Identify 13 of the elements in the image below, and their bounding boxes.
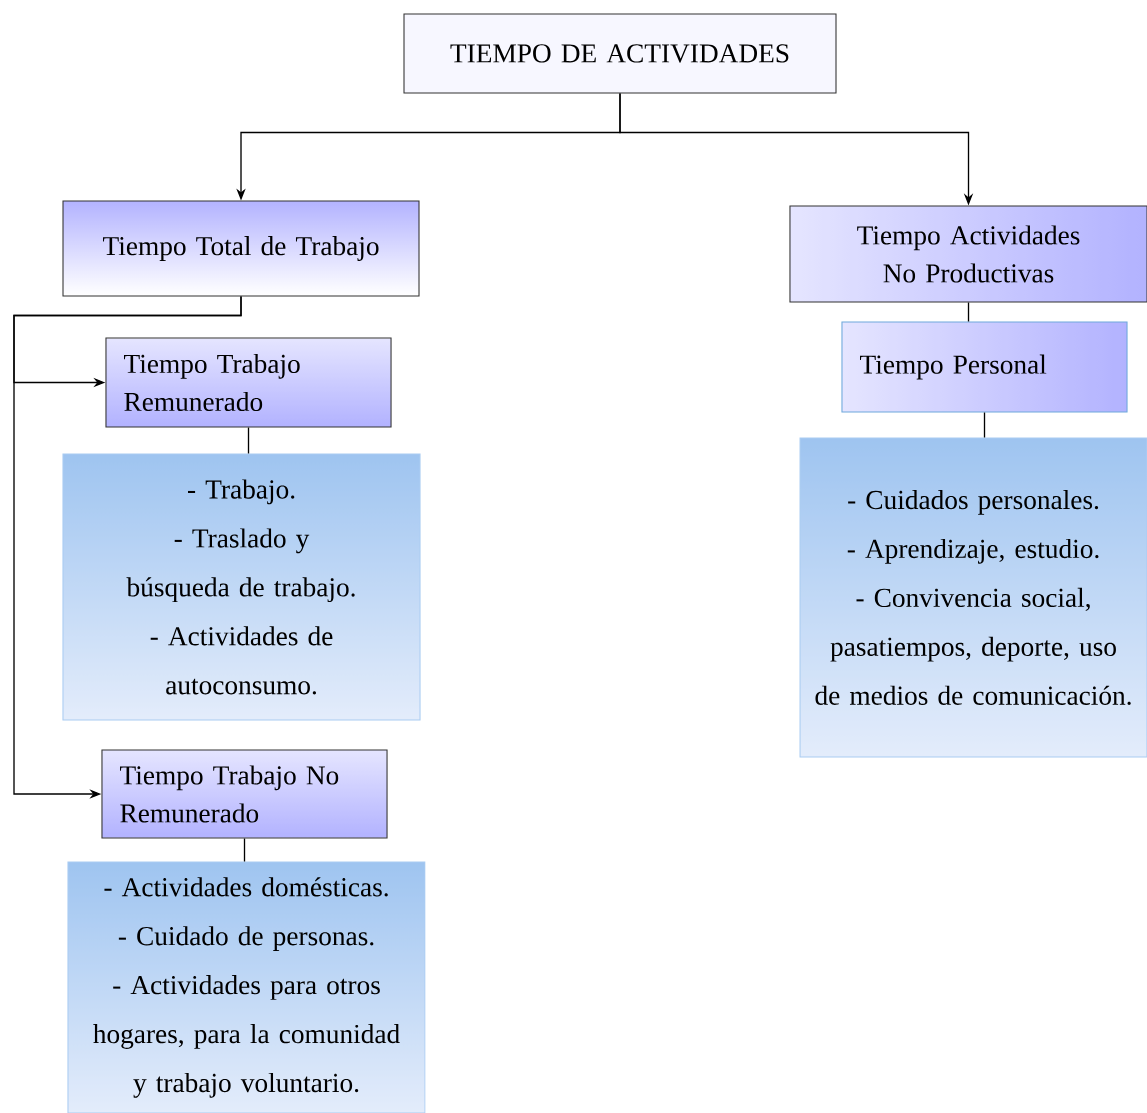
list-box: - Actividades domésticas. - Cuidado de personas. - Actividades para otros hogares, para la comunidad y trabajo voluntario. bbox=[67, 861, 426, 1113]
category-box: Tiempo Personal bbox=[841, 321, 1128, 413]
category-box: Tiempo Total de Trabajo bbox=[62, 200, 420, 297]
title-box: TIEMPO DE ACTIVIDADES bbox=[403, 13, 837, 94]
list-box: - Cuidados personales. - Aprendizaje, estudio. - Convivencia social, pasatiempos, deporte, uso de medios de comunicación. bbox=[799, 437, 1147, 758]
connector bbox=[967, 301, 970, 323]
category-box: Tiempo Actividades No Productivas bbox=[789, 205, 1147, 303]
connector bbox=[983, 411, 986, 439]
category-box: Tiempo Trabajo Remunerado bbox=[105, 337, 392, 428]
list-box: - Trabajo. - Traslado y búsqueda de trabajo. - Actividades de autoconsumo. bbox=[62, 453, 421, 721]
category-box: Tiempo Trabajo No Remunerado bbox=[101, 749, 388, 839]
connector bbox=[243, 837, 246, 863]
connector bbox=[247, 426, 250, 455]
